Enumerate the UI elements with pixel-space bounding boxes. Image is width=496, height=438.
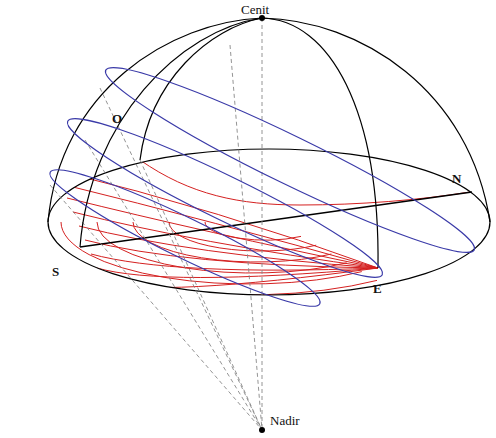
grid-arc [61,222,362,284]
grid-arc [205,222,301,240]
zenith-label: Cenit [241,3,269,16]
grid-arc [140,160,470,205]
projection-lines [50,18,262,430]
meridian-arcs [48,18,490,268]
grid-line [85,240,378,268]
stereographic-grid [25,160,470,295]
nadir-point [259,427,265,433]
diurnal-circles [41,49,484,322]
grid-arc [169,222,316,251]
north-label: N [452,172,461,185]
west-label: O [112,112,122,125]
horizon-circle [48,149,490,295]
south-label: S [52,265,59,278]
grid-line [67,198,378,268]
nadir-label: Nadir [270,414,300,427]
east-label: E [373,282,382,295]
grid-line [55,170,378,268]
grid-arc [97,222,347,273]
